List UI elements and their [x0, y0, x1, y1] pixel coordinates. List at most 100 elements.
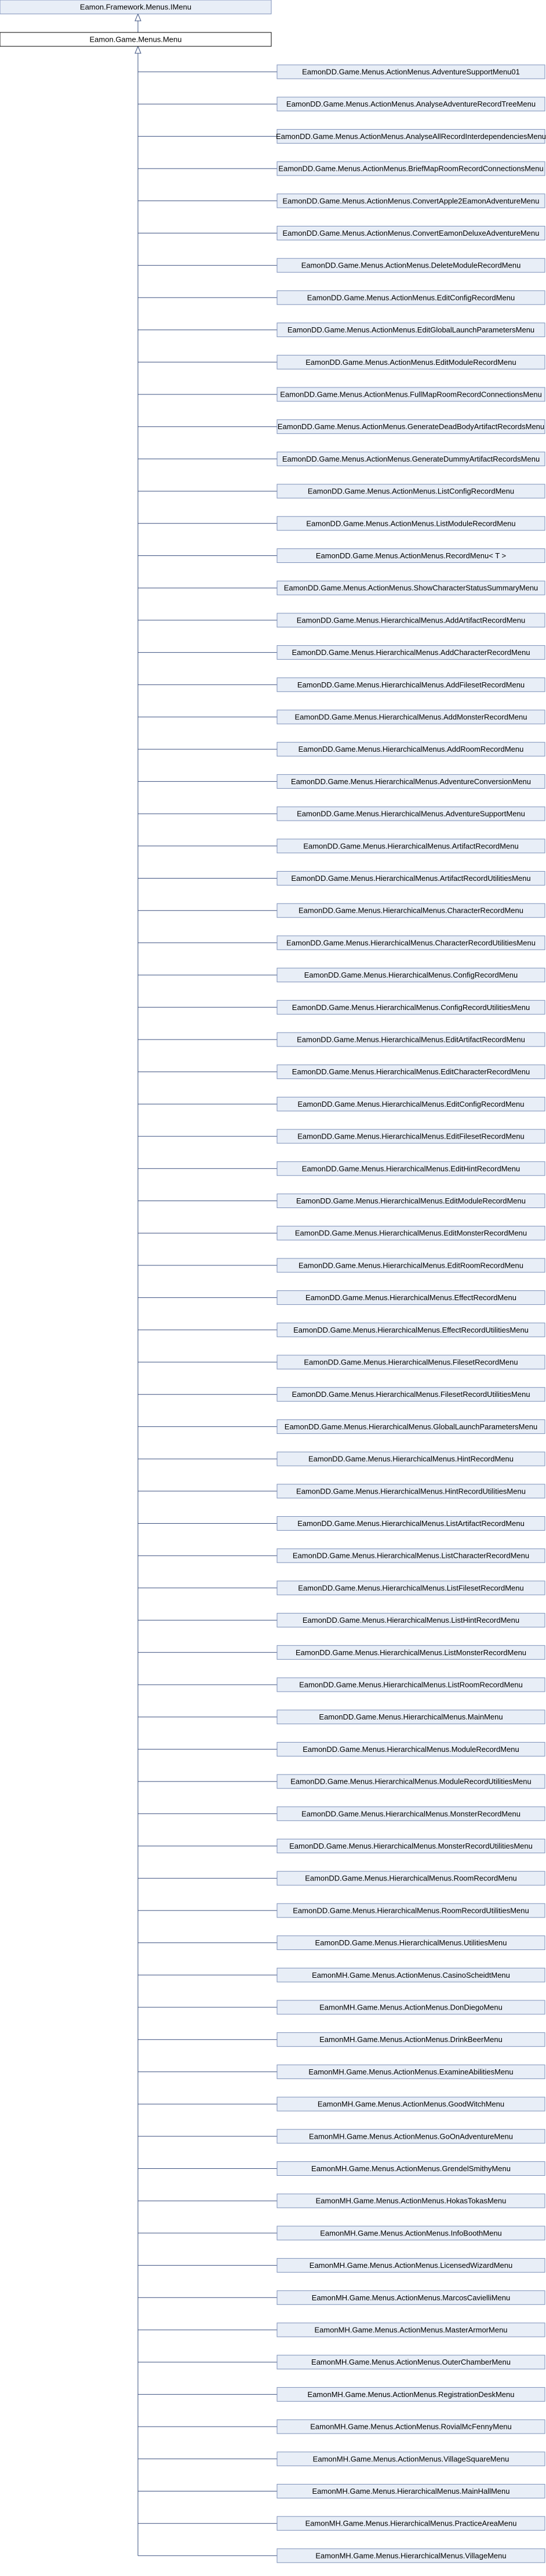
derived-class-node[interactable]: EamonDD.Game.Menus.ActionMenus.ConvertAp…: [276, 193, 545, 208]
derived-class-node[interactable]: EamonDD.Game.Menus.HierarchicalMenus.Edi…: [276, 1258, 545, 1273]
derived-class-node[interactable]: EamonMH.Game.Menus.ActionMenus.MasterArm…: [276, 2322, 545, 2337]
derived-class-node[interactable]: EamonMH.Game.Menus.ActionMenus.OuterCham…: [276, 2355, 545, 2370]
derived-class-node[interactable]: EamonDD.Game.Menus.ActionMenus.ConvertEa…: [276, 226, 545, 240]
derived-class-label: EamonDD.Game.Menus.HierarchicalMenus.Mon…: [289, 1842, 533, 1850]
derived-class-node[interactable]: EamonMH.Game.Menus.ActionMenus.ExamineAb…: [276, 2064, 545, 2079]
derived-class-node[interactable]: EamonDD.Game.Menus.HierarchicalMenus.Edi…: [276, 1032, 545, 1047]
derived-class-node[interactable]: EamonMH.Game.Menus.ActionMenus.DonDiegoM…: [276, 2000, 545, 2015]
derived-class-label: EamonDD.Game.Menus.HierarchicalMenus.Edi…: [296, 1196, 526, 1205]
derived-class-node[interactable]: EamonDD.Game.Menus.HierarchicalMenus.Mon…: [276, 1806, 545, 1821]
derived-class-node[interactable]: EamonMH.Game.Menus.ActionMenus.RovialMcF…: [276, 2419, 545, 2434]
derived-class-node[interactable]: EamonDD.Game.Menus.HierarchicalMenus.Eff…: [276, 1290, 545, 1305]
derived-class-label: EamonDD.Game.Menus.HierarchicalMenus.Adv…: [291, 777, 531, 786]
derived-class-node[interactable]: EamonMH.Game.Menus.ActionMenus.MarcosCav…: [276, 2290, 545, 2305]
interface-node-imenu[interactable]: Eamon.Framework.Menus.IMenu: [0, 0, 272, 14]
derived-class-node[interactable]: EamonDD.Game.Menus.ActionMenus.EditGloba…: [276, 323, 545, 338]
derived-class-node[interactable]: EamonMH.Game.Menus.ActionMenus.InfoBooth…: [276, 2226, 545, 2241]
derived-class-node[interactable]: EamonMH.Game.Menus.ActionMenus.DrinkBeer…: [276, 2032, 545, 2047]
derived-class-node[interactable]: EamonDD.Game.Menus.HierarchicalMenus.Art…: [276, 871, 545, 885]
derived-class-node[interactable]: EamonDD.Game.Menus.HierarchicalMenus.Add…: [276, 742, 545, 757]
derived-class-node[interactable]: EamonDD.Game.Menus.HierarchicalMenus.Glo…: [276, 1419, 545, 1434]
derived-class-node[interactable]: EamonDD.Game.Menus.HierarchicalMenus.Edi…: [276, 1096, 545, 1111]
derived-class-node[interactable]: EamonDD.Game.Menus.ActionMenus.ListModul…: [276, 516, 545, 531]
derived-class-node[interactable]: EamonDD.Game.Menus.HierarchicalMenus.Adv…: [276, 806, 545, 821]
derived-class-node[interactable]: EamonDD.Game.Menus.HierarchicalMenus.Con…: [276, 968, 545, 983]
derived-class-node[interactable]: EamonDD.Game.Menus.HierarchicalMenus.Mai…: [276, 1710, 545, 1725]
derived-class-node[interactable]: EamonDD.Game.Menus.HierarchicalMenus.Edi…: [276, 1161, 545, 1176]
derived-class-label: EamonDD.Game.Menus.HierarchicalMenus.Edi…: [292, 1067, 530, 1076]
derived-class-box: [276, 903, 545, 918]
derived-class-node[interactable]: EamonMH.Game.Menus.ActionMenus.VillageSq…: [276, 2451, 545, 2467]
derived-class-node[interactable]: EamonDD.Game.Menus.HierarchicalMenus.Adv…: [276, 774, 545, 789]
derived-class-node[interactable]: EamonDD.Game.Menus.ActionMenus.AnalyseAd…: [276, 97, 545, 112]
derived-class-node[interactable]: EamonDD.Game.Menus.ActionMenus.BriefMapR…: [276, 161, 545, 176]
derived-class-node[interactable]: EamonDD.Game.Menus.HierarchicalMenus.Add…: [276, 645, 545, 660]
derived-class-node[interactable]: EamonDD.Game.Menus.HierarchicalMenus.Roo…: [276, 1871, 545, 1886]
derived-class-node[interactable]: EamonDD.Game.Menus.HierarchicalMenus.Add…: [276, 709, 545, 724]
derived-class-node[interactable]: EamonDD.Game.Menus.HierarchicalMenus.Lis…: [276, 1548, 545, 1563]
derived-class-box: [276, 1741, 545, 1757]
derived-class-node[interactable]: EamonDD.Game.Menus.ActionMenus.EditConfi…: [276, 290, 545, 305]
derived-class-box: [276, 1387, 545, 1402]
derived-class-node[interactable]: EamonDD.Game.Menus.ActionMenus.EditModul…: [276, 354, 545, 369]
derived-class-node[interactable]: EamonDD.Game.Menus.ActionMenus.Adventure…: [276, 64, 545, 79]
derived-class-node[interactable]: EamonDD.Game.Menus.ActionMenus.AnalyseAl…: [276, 129, 546, 144]
derived-class-node[interactable]: EamonDD.Game.Menus.HierarchicalMenus.Con…: [276, 1000, 545, 1015]
derived-class-box: [276, 193, 545, 208]
derived-class-node[interactable]: EamonDD.Game.Menus.ActionMenus.DeleteMod…: [276, 258, 545, 273]
derived-class-node[interactable]: EamonDD.Game.Menus.HierarchicalMenus.Lis…: [276, 1613, 545, 1628]
derived-class-node[interactable]: EamonDD.Game.Menus.HierarchicalMenus.Mod…: [276, 1741, 545, 1757]
derived-class-node[interactable]: EamonMH.Game.Menus.HierarchicalMenus.Mai…: [276, 2484, 545, 2498]
derived-class-node[interactable]: EamonDD.Game.Menus.HierarchicalMenus.Edi…: [276, 1129, 545, 1144]
derived-class-box: [276, 419, 545, 434]
derived-class-node[interactable]: EamonMH.Game.Menus.HierarchicalMenus.Pra…: [276, 2516, 545, 2531]
derived-class-node[interactable]: EamonDD.Game.Menus.HierarchicalMenus.Lis…: [276, 1580, 545, 1596]
derived-class-box: [276, 387, 545, 402]
derived-class-node[interactable]: EamonDD.Game.Menus.ActionMenus.RecordMen…: [276, 548, 545, 563]
derived-class-node[interactable]: EamonDD.Game.Menus.HierarchicalMenus.Add…: [276, 677, 545, 692]
derived-class-node[interactable]: EamonDD.Game.Menus.ActionMenus.GenerateD…: [276, 451, 545, 466]
derived-class-node[interactable]: EamonDD.Game.Menus.HierarchicalMenus.Lis…: [276, 1645, 545, 1660]
derived-class-node[interactable]: EamonMH.Game.Menus.ActionMenus.GoOnAdven…: [276, 2129, 545, 2144]
derived-class-node[interactable]: EamonDD.Game.Menus.HierarchicalMenus.Eff…: [276, 1322, 545, 1337]
derived-class-node[interactable]: EamonDD.Game.Menus.HierarchicalMenus.Cha…: [276, 935, 545, 950]
derived-class-node[interactable]: EamonDD.Game.Menus.HierarchicalMenus.Hin…: [276, 1451, 545, 1466]
derived-class-label: EamonDD.Game.Menus.HierarchicalMenus.Lis…: [296, 1648, 526, 1657]
derived-class-label: EamonDD.Game.Menus.HierarchicalMenus.Edi…: [302, 1164, 520, 1173]
derived-class-node[interactable]: EamonDD.Game.Menus.HierarchicalMenus.Cha…: [276, 903, 545, 918]
derived-class-node[interactable]: EamonDD.Game.Menus.ActionMenus.ShowChara…: [276, 580, 545, 595]
derived-class-node[interactable]: EamonDD.Game.Menus.HierarchicalMenus.Edi…: [276, 1064, 545, 1080]
derived-class-node[interactable]: EamonDD.Game.Menus.HierarchicalMenus.Hin…: [276, 1484, 545, 1499]
derived-class-label: EamonDD.Game.Menus.HierarchicalMenus.Mod…: [303, 1745, 519, 1754]
derived-class-node[interactable]: EamonDD.Game.Menus.HierarchicalMenus.Edi…: [276, 1225, 545, 1241]
derived-class-node[interactable]: EamonDD.Game.Menus.HierarchicalMenus.Fil…: [276, 1355, 545, 1370]
derived-class-node[interactable]: EamonMH.Game.Menus.HierarchicalMenus.Vil…: [276, 2548, 545, 2563]
derived-class-node[interactable]: EamonDD.Game.Menus.ActionMenus.GenerateD…: [276, 419, 545, 434]
derived-class-node[interactable]: EamonDD.Game.Menus.HierarchicalMenus.Roo…: [276, 1903, 545, 1918]
derived-class-node[interactable]: EamonMH.Game.Menus.ActionMenus.Registrat…: [276, 2387, 545, 2402]
derived-class-label: EamonDD.Game.Menus.HierarchicalMenus.Glo…: [285, 1422, 537, 1431]
base-class-node-menu[interactable]: Eamon.Game.Menus.Menu: [0, 32, 272, 47]
derived-class-node[interactable]: EamonDD.Game.Menus.HierarchicalMenus.Mod…: [276, 1774, 545, 1789]
derived-class-node[interactable]: EamonDD.Game.Menus.HierarchicalMenus.Lis…: [276, 1677, 545, 1692]
derived-class-node[interactable]: EamonDD.Game.Menus.ActionMenus.ListConfi…: [276, 484, 545, 499]
derived-class-node[interactable]: EamonDD.Game.Menus.HierarchicalMenus.Lis…: [276, 1516, 545, 1531]
derived-class-node[interactable]: EamonDD.Game.Menus.ActionMenus.FullMapRo…: [276, 387, 545, 402]
derived-class-node[interactable]: EamonDD.Game.Menus.HierarchicalMenus.Mon…: [276, 1839, 545, 1853]
derived-class-box: [276, 968, 545, 983]
derived-class-node[interactable]: EamonMH.Game.Menus.ActionMenus.HokasToka…: [276, 2193, 545, 2208]
derived-class-box: [276, 1871, 545, 1886]
derived-class-node[interactable]: EamonMH.Game.Menus.ActionMenus.GoodWitch…: [276, 2096, 545, 2112]
derived-class-box: [276, 1064, 545, 1080]
derived-class-node[interactable]: EamonMH.Game.Menus.ActionMenus.CasinoSch…: [276, 1967, 545, 1982]
derived-class-node[interactable]: EamonMH.Game.Menus.ActionMenus.GrendelSm…: [276, 2161, 545, 2176]
derived-class-node[interactable]: EamonDD.Game.Menus.HierarchicalMenus.Add…: [276, 613, 545, 628]
derived-class-box: [276, 2193, 545, 2208]
derived-class-box: [276, 774, 545, 789]
derived-class-node[interactable]: EamonDD.Game.Menus.HierarchicalMenus.Art…: [276, 839, 545, 854]
derived-class-node[interactable]: EamonDD.Game.Menus.HierarchicalMenus.Uti…: [276, 1935, 545, 1951]
derived-class-node[interactable]: EamonDD.Game.Menus.HierarchicalMenus.Fil…: [276, 1387, 545, 1402]
derived-class-node[interactable]: EamonDD.Game.Menus.HierarchicalMenus.Edi…: [276, 1194, 545, 1208]
derived-class-node[interactable]: EamonMH.Game.Menus.ActionMenus.LicensedW…: [276, 2258, 545, 2273]
